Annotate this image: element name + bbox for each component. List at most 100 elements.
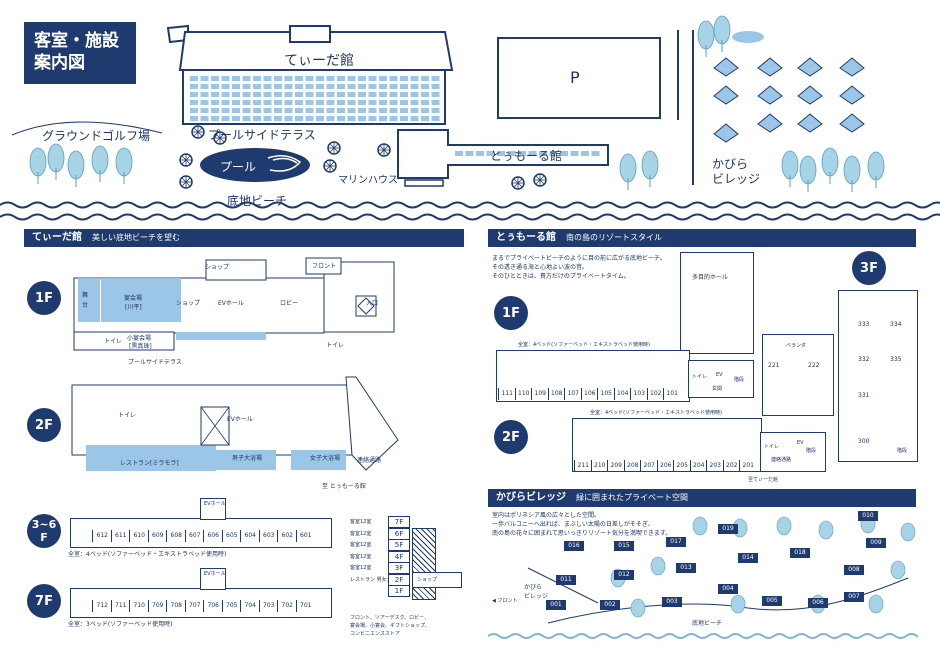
- legend-floor-box: 5F: [388, 539, 410, 551]
- guide-title: 客室・施設 案内図: [24, 22, 136, 84]
- teeda-floor-2f-badge: 2F: [27, 408, 61, 442]
- tree-icon: [115, 147, 133, 177]
- room-number: 608: [166, 530, 186, 542]
- window: [190, 92, 198, 97]
- villa-number: 011: [556, 575, 576, 585]
- teeda-1f-plan: [73, 257, 395, 351]
- tree-icon: [890, 560, 906, 580]
- window: [358, 116, 366, 121]
- window: [305, 76, 314, 81]
- window: [421, 76, 429, 81]
- tree-icon: [67, 150, 85, 180]
- window: [347, 108, 356, 113]
- kabira-desc-3: 南の島の花々に囲まれて思いっきりリゾート気分を満喫できます。: [492, 530, 672, 537]
- tree-icon: [843, 155, 861, 185]
- room-number: 607: [184, 530, 205, 542]
- legend-row-label: 客室12室: [350, 519, 372, 525]
- room-number: 335: [890, 356, 902, 363]
- room-number: 708: [166, 600, 186, 612]
- tree-icon: [29, 147, 47, 177]
- room-number: 712: [92, 600, 112, 612]
- room-number: 704: [240, 600, 260, 612]
- tree-icon: [650, 556, 666, 576]
- room-number: 611: [110, 530, 131, 542]
- toumoru-desc-2: その透き通る海と心地よい波の音。: [492, 264, 589, 271]
- toumoru-2f-toilet: トイレ: [764, 444, 780, 450]
- window: [274, 116, 282, 121]
- room-number: 603: [258, 530, 279, 542]
- toumoru-2f-plan: [572, 418, 762, 472]
- teeda-1f-stage-1: 舞: [82, 292, 89, 299]
- toumoru-3f-veranda: ベランダ: [786, 343, 807, 349]
- teeda-7f-ev: EVホール: [204, 571, 226, 577]
- room-number: 208: [623, 460, 642, 472]
- hut-icon: [797, 113, 823, 133]
- window: [200, 116, 209, 121]
- teeda-section-header: てぃーだ館美しい底地ビーチを望む: [24, 229, 464, 247]
- window: [518, 151, 526, 156]
- kabira-description: 室内はポリネシア風の広々とした空間。 一歩バルコニーへ出れば、まぶしい太陽の日差…: [492, 511, 671, 538]
- teeda-header-subtitle: 美しい底地ビーチを望む: [92, 233, 180, 242]
- legend-row-label: 客室12室: [350, 553, 372, 560]
- hut-icons: [713, 57, 865, 143]
- window: [476, 151, 484, 156]
- window: [200, 108, 209, 113]
- kabira-beach: 底地ビーチ: [692, 620, 723, 627]
- villa-number: 001: [546, 600, 566, 610]
- window: [316, 100, 324, 105]
- tree-icon: [730, 594, 746, 614]
- toumoru-floor-2f-badge: 2F: [494, 420, 528, 454]
- parking-lot: [497, 37, 661, 119]
- window: [410, 84, 419, 89]
- room-number: 300: [858, 438, 870, 445]
- toumoru-building: [397, 129, 609, 187]
- window: [358, 76, 366, 81]
- window: [284, 92, 293, 97]
- villa-number: 016: [564, 541, 584, 551]
- villa-number: 010: [858, 511, 878, 521]
- teeda-2f-plan: [71, 376, 399, 471]
- teeda-2f-toilet: トイレ: [118, 412, 137, 419]
- villa-number: 009: [866, 538, 886, 548]
- window: [326, 84, 335, 89]
- room-number: 702: [277, 600, 297, 612]
- tree-icon: [713, 15, 731, 45]
- window: [400, 108, 408, 113]
- room-number: 707: [184, 600, 205, 612]
- window: [211, 108, 219, 113]
- room-number: 107: [564, 388, 582, 400]
- toumoru-section-header: とぅもーる館南の島のリゾートスタイル: [488, 229, 916, 247]
- map-label-teeda: てぃーだ館: [284, 53, 354, 69]
- tree-icons: [29, 15, 885, 192]
- tree-icon: [619, 153, 637, 183]
- guide-title-line2: 案内図: [34, 53, 85, 73]
- window: [389, 108, 398, 113]
- window: [337, 84, 345, 89]
- window: [347, 76, 356, 81]
- window: [232, 116, 240, 121]
- window: [305, 108, 314, 113]
- villa-number: 019: [718, 524, 738, 534]
- villa-number: 014: [738, 553, 758, 563]
- teeda-1f-lobby: ロビー: [280, 300, 299, 307]
- room-number: 602: [277, 530, 297, 542]
- window: [221, 108, 230, 113]
- hut-icon: [839, 113, 865, 133]
- tree-icon: [900, 522, 916, 542]
- window: [211, 100, 219, 105]
- window: [379, 108, 387, 113]
- window: [421, 92, 429, 97]
- window: [221, 116, 230, 121]
- villa-number: 006: [808, 598, 828, 608]
- legend-floor-box: 1F: [388, 585, 410, 597]
- window: [232, 100, 240, 105]
- legend-floor-box: 7F: [388, 516, 410, 528]
- teeda-1f-shop2: ショップ: [176, 300, 201, 307]
- window: [497, 151, 505, 156]
- room-number: 703: [258, 600, 279, 612]
- window: [263, 100, 272, 105]
- toumoru-2f-note: 全室：4ベッド(ソファーベッド・エキストラベッド使用時): [590, 410, 722, 416]
- teeda-1f-banquet-2: [川平]: [125, 304, 142, 311]
- window: [410, 108, 419, 113]
- hut-icon: [797, 85, 823, 105]
